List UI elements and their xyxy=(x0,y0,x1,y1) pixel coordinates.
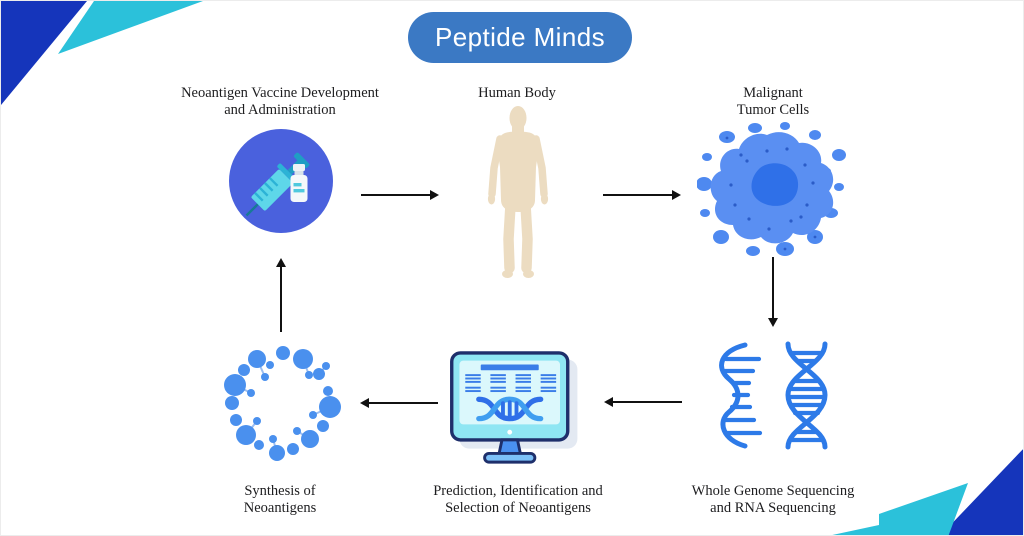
arrow-head-left-icon xyxy=(604,396,613,407)
peptide-molecules-icon xyxy=(224,346,341,461)
label-human-body: Human Body xyxy=(478,85,556,101)
page-title: Peptide Minds xyxy=(435,22,605,52)
arrow-sequencing-to-prediction xyxy=(604,396,682,407)
label-prediction-selection: Prediction, Identification and Selection… xyxy=(433,483,603,516)
human-body-icon xyxy=(487,106,549,278)
arrow-shaft xyxy=(361,193,431,196)
arrow-tumor-to-sequencing xyxy=(767,257,778,327)
corner-triangle-top-left-cyan xyxy=(58,1,203,54)
arrow-head-right-icon xyxy=(672,189,681,200)
syringe-vial-icon xyxy=(229,129,333,233)
arrow-head-left-icon xyxy=(360,397,369,408)
arrow-shaft xyxy=(368,401,438,404)
computer-dna-analysis-icon xyxy=(450,351,578,464)
label-vaccine-development: Neoantigen Vaccine Development and Admin… xyxy=(181,85,379,118)
label-genome-sequencing: Whole Genome Sequencing and RNA Sequenci… xyxy=(691,483,855,516)
corner-triangle-top-left-blue xyxy=(1,1,87,105)
corner-triangle-bottom-right-blue xyxy=(940,449,1023,535)
arrow-shaft xyxy=(771,257,774,319)
arrow-head-right-icon xyxy=(430,189,439,200)
arrow-head-up-icon xyxy=(275,258,286,267)
arrow-prediction-to-synthesis xyxy=(360,397,438,408)
arrow-synthesis-to-vaccine xyxy=(275,258,286,332)
arrow-shaft xyxy=(279,266,282,332)
arrow-vaccine-to-human-body xyxy=(361,189,439,200)
arrow-human-body-to-tumor xyxy=(603,189,681,200)
arrow-head-down-icon xyxy=(767,318,778,327)
label-malignant-tumor-cells: Malignant Tumor Cells xyxy=(736,85,810,118)
arrow-shaft xyxy=(603,193,673,196)
dna-rna-helix-icon xyxy=(719,341,828,450)
title-pill: Peptide Minds xyxy=(408,12,632,63)
arrow-shaft xyxy=(612,400,682,403)
tumor-cells-icon xyxy=(697,122,846,256)
label-synthesis-neoantigens: Synthesis of Neoantigens xyxy=(243,483,317,516)
